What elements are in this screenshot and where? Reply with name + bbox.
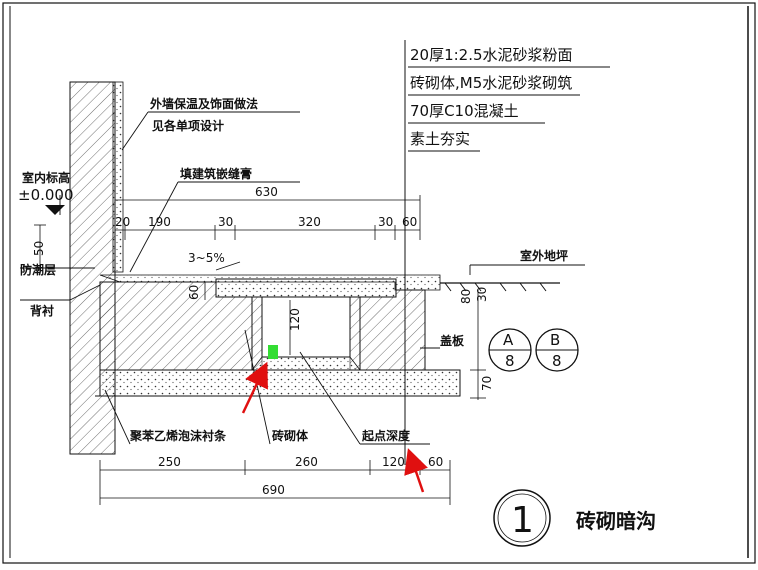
spec-line-4: 素土夯实	[410, 130, 470, 148]
dim-60-b: 60	[187, 285, 201, 300]
dim-120-vertical: 120	[288, 308, 302, 331]
elevation-marker-icon	[45, 205, 65, 215]
dimension-lines	[34, 195, 486, 505]
marker-b-number: 8	[552, 352, 562, 370]
spec-line-2: 砖砌体,M5水泥砂浆砌筑	[410, 74, 572, 92]
label-foam-strip: 聚苯乙烯泡沫衬条	[129, 428, 227, 443]
annotation-arrow-1	[241, 361, 268, 414]
leader-lines	[20, 111, 585, 445]
dim-320: 320	[298, 215, 321, 229]
label-damp-course: 防潮层	[20, 262, 56, 277]
ground-line	[95, 282, 560, 397]
spec-line-1: 20厚1:2.5水泥砂浆粉面	[410, 46, 573, 64]
cover-slab	[215, 278, 397, 298]
label-brick-masonry: 砖砌体	[272, 428, 309, 443]
dim-630: 630	[255, 185, 278, 199]
drawing-title: 1 砖砌暗沟	[493, 489, 656, 547]
dim-70: 70	[480, 376, 494, 391]
dim-60-a: 60	[402, 215, 417, 229]
dim-260: 260	[295, 455, 318, 469]
label-outdoor-ground: 室外地坪	[520, 248, 568, 263]
label-sealant: 填建筑嵌缝膏	[180, 166, 252, 181]
spec-line-3: 70厚C10混凝土	[410, 102, 519, 120]
label-lining: 背衬	[30, 303, 54, 318]
dim-120: 120	[382, 455, 405, 469]
marker-b-letter: B	[550, 331, 560, 349]
dim-60-c: 60	[428, 455, 443, 469]
concrete-base	[99, 369, 461, 397]
label-start-depth: 起点深度	[361, 428, 411, 443]
marker-a-letter: A	[503, 331, 514, 349]
title-number: 1	[511, 500, 534, 541]
highlight-marker	[268, 345, 278, 359]
label-wall-finish-2: 见各单项设计	[152, 118, 224, 133]
section-marker-b: B 8	[535, 328, 579, 372]
title-text: 砖砌暗沟	[576, 509, 656, 533]
dim-30-b: 30	[378, 215, 393, 229]
dim-30-vertical: 30	[475, 287, 489, 302]
label-cover-plate: 盖板	[440, 333, 465, 348]
spec-block: 20厚1:2.5水泥砂浆粉面 砖砌体,M5水泥砂浆砌筑 70厚C10混凝土 素土…	[408, 46, 610, 152]
annotation-arrow-2	[404, 448, 428, 493]
marker-a-number: 8	[505, 352, 515, 370]
dim-20: 20	[115, 215, 130, 229]
dim-30-a: 30	[218, 215, 233, 229]
section-marker-a: A 8	[488, 328, 532, 372]
dim-250: 250	[158, 455, 181, 469]
dim-190: 190	[148, 215, 171, 229]
label-indoor-elevation-2: ±0.000	[18, 186, 74, 204]
dim-690: 690	[262, 483, 285, 497]
dim-slope: 3~5%	[188, 251, 225, 265]
dim-80: 80	[459, 289, 473, 304]
label-wall-finish-1: 外墙保温及饰面做法	[150, 96, 258, 111]
dim-50: 50	[32, 241, 46, 256]
label-indoor-elevation-1: 室内标高	[22, 170, 70, 185]
